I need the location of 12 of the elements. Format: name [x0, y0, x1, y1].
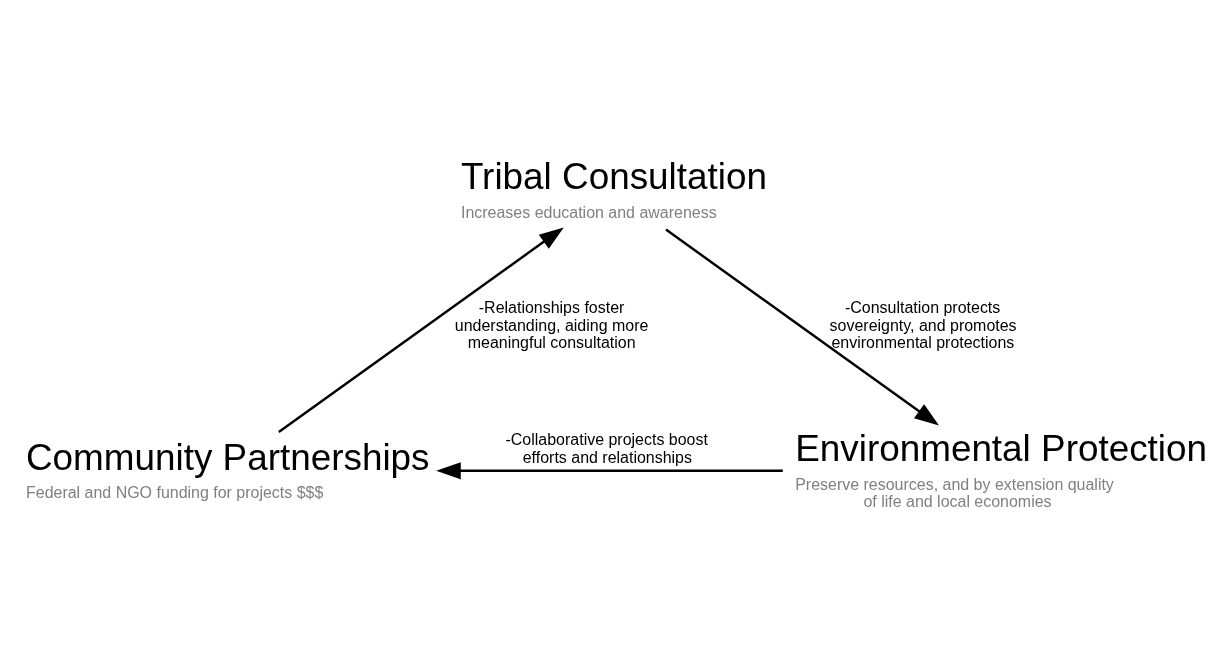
node-text: Community Partnerships — [26, 436, 430, 478]
edge-label: -Consultation protects sovereignty, and promotes environmental protections — [829, 299, 1017, 351]
arrow — [278, 227, 564, 433]
arrow — [436, 462, 783, 480]
node-text: Tribal Consultation — [460, 156, 767, 198]
node-label: Preserve resources, and by extension quality of life and local economies — [795, 475, 1114, 510]
node-label: Federal and NGO funding for projects $$$ — [26, 484, 324, 502]
arrow — [665, 228, 940, 426]
edge-label: -Relationships foster understanding, aiding more meaningful consultation — [454, 299, 649, 351]
node-label: Increases education and awareness — [460, 204, 717, 222]
edge-label: -Collaborative projects boost efforts and relationships — [505, 431, 708, 466]
node-text: Environmental Protection — [795, 427, 1208, 469]
